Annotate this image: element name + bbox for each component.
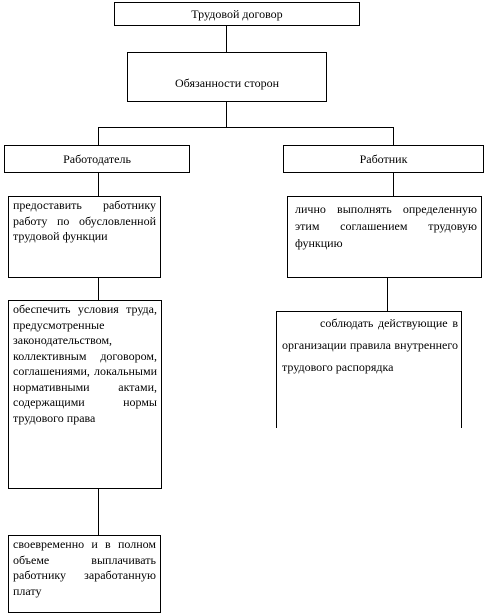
- root-box: Трудовой договор: [114, 2, 360, 26]
- employer-duty-1-text: предоставить работнику работу по обуслов…: [13, 198, 156, 243]
- employee-duty-1-text: лично выполнять определенную этим соглаш…: [295, 202, 477, 250]
- root-label: Трудовой договор: [191, 6, 283, 21]
- employee-duty-1: лично выполнять определенную этим соглаш…: [287, 196, 482, 278]
- employee-title: Работник: [359, 151, 408, 166]
- employer-box: Работодатель: [4, 145, 190, 173]
- obligations-box: Обязанности сторон: [127, 52, 327, 102]
- employer-duty-3: своевременно и в полном объеме выплачива…: [8, 535, 161, 613]
- employer-duty-3-text: своевременно и в полном объеме выплачива…: [13, 537, 156, 598]
- obligations-label: Обязанности сторон: [174, 76, 280, 90]
- employee-duty-2: соблюдать действующие в организации прав…: [276, 311, 462, 428]
- employee-box: Работник: [283, 145, 484, 173]
- employee-duty-2-text: соблюдать действующие в организации прав…: [282, 316, 458, 374]
- employer-duty-2: обеспечить условия труда, предусмотренны…: [8, 300, 162, 489]
- employer-duty-1: предоставить работнику работу по обуслов…: [8, 196, 161, 278]
- employer-title: Работодатель: [63, 151, 131, 166]
- employer-duty-2-text: обеспечить условия труда, предусмотренны…: [13, 302, 157, 425]
